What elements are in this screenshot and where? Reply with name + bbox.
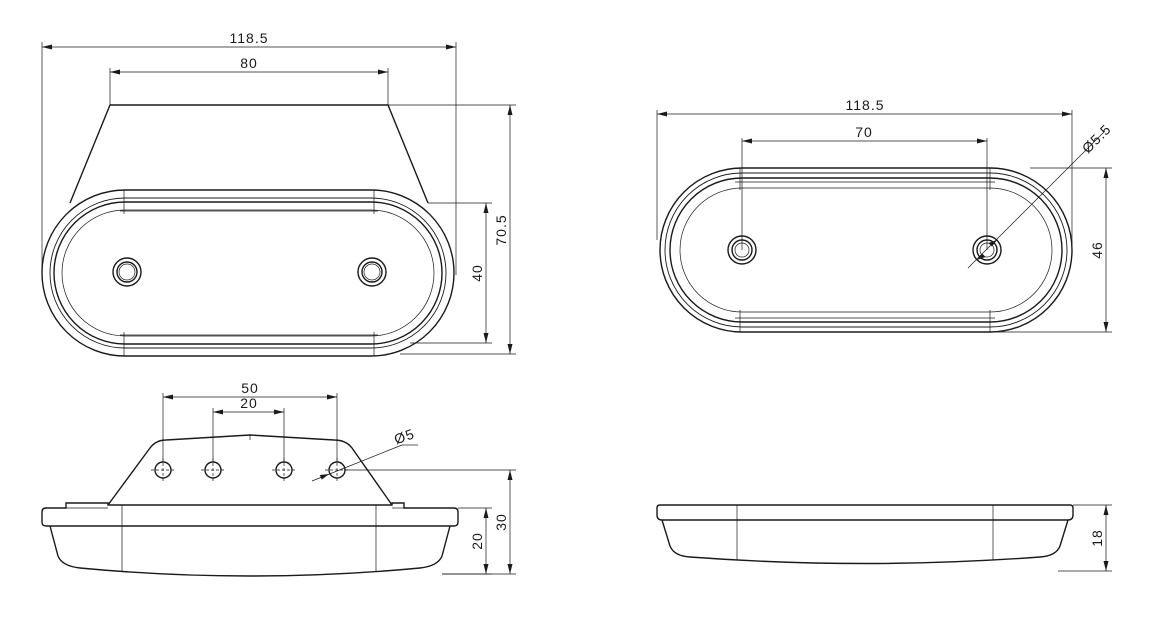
dim-label-40: 40 <box>469 264 485 282</box>
lamp-outer-outline-right <box>659 167 1073 333</box>
dim-overall-width: 118.5 <box>41 30 457 275</box>
dim-base-width: 80 <box>109 55 389 105</box>
dim-height-body: 40 <box>410 202 492 344</box>
dim-inner-hole-spacing: 20 <box>212 395 285 462</box>
mounting-hole-left <box>112 257 142 287</box>
dim-label-20-spacing: 20 <box>240 395 258 411</box>
dim-label-118-5-left: 118.5 <box>230 30 269 46</box>
lamp-side-body <box>41 502 459 527</box>
dim-overall-width-right: 118.5 <box>656 97 1073 245</box>
mounting-hole-right <box>357 257 387 287</box>
dim-height-total: 70.5 <box>388 104 516 355</box>
view-top-left: 118.5 80 70.5 40 <box>41 30 516 357</box>
dim-label-diameter-5: Ø5 <box>392 425 417 447</box>
lens-outline-right <box>679 187 1053 313</box>
dim-height-side-right: 18 <box>1058 504 1112 572</box>
lamp-side-body-right <box>656 504 1074 521</box>
lens-side-profile <box>49 525 451 577</box>
lamp-rim-inner <box>53 201 443 345</box>
dim-label-50: 50 <box>241 380 259 396</box>
lamp-rim-inner-right <box>669 177 1063 323</box>
dim-label-118-5-right: 118.5 <box>846 97 885 113</box>
dim-outer-hole-spacing: 50 <box>162 380 338 462</box>
view-top-right: 118.5 70 Ø5.5 46 <box>656 97 1115 333</box>
dim-label-30: 30 <box>493 513 509 531</box>
view-side-right: 18 <box>656 504 1112 572</box>
dim-height-body-side: 20 <box>442 507 492 575</box>
dim-label-18: 18 <box>1089 529 1105 547</box>
lamp-rim-outline-right <box>664 172 1068 328</box>
dim-label-70: 70 <box>855 124 873 140</box>
dim-label-diameter-5-5: Ø5.5 <box>1079 121 1115 157</box>
dim-label-70-5: 70.5 <box>493 214 509 245</box>
lens-outline <box>61 209 435 337</box>
dim-hole-spacing: 70 <box>741 124 988 250</box>
dim-label-80: 80 <box>240 55 258 71</box>
dim-bracket-hole-diameter: Ø5 <box>311 425 418 482</box>
dim-height-right: 46 <box>995 167 1112 333</box>
dim-label-46: 46 <box>1089 241 1105 259</box>
view-side-left: 50 20 Ø5 30 <box>41 380 516 577</box>
lamp-outer-outline <box>41 189 455 357</box>
dim-label-20-height: 20 <box>469 532 485 550</box>
dim-height-total-side: 30 <box>345 469 516 575</box>
lens-side-profile-right <box>661 519 1069 565</box>
lamp-rim-outline <box>49 197 447 349</box>
bracket-outline <box>69 104 429 204</box>
